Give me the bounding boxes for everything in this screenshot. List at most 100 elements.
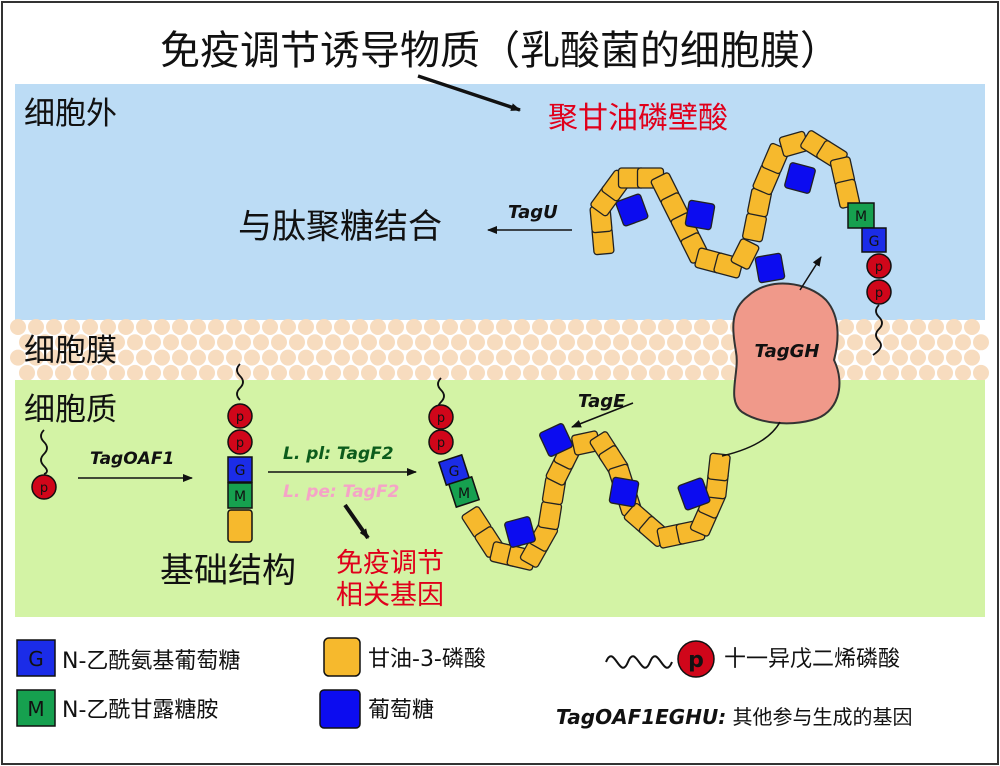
membrane-bead: [478, 349, 494, 366]
legend-glucose-label: 葡萄糖: [368, 698, 434, 723]
membrane-bead: [721, 364, 737, 381]
membrane-bead: [856, 319, 872, 335]
membrane-bead: [397, 364, 413, 381]
membrane-bead: [505, 334, 521, 351]
membrane-bead: [451, 364, 467, 381]
membrane-bead: [199, 334, 215, 351]
membrane-bead: [109, 364, 125, 381]
glycerol-phosphate-unit: [730, 238, 760, 270]
membrane-bead: [262, 319, 278, 335]
membrane-bead: [946, 349, 962, 366]
glucose-unit: [677, 477, 711, 511]
membrane-bead: [118, 319, 134, 335]
membrane-bead: [235, 334, 251, 351]
membrane-bead: [154, 319, 170, 335]
phosphate-letter-lower-2: p: [437, 436, 445, 451]
glucose-unit: [504, 516, 536, 548]
membrane-bead: [136, 319, 152, 335]
membrane-bead: [100, 349, 116, 366]
membrane-bead: [613, 334, 629, 351]
membrane-bead: [415, 334, 431, 351]
tagGH-enzyme: [732, 282, 841, 425]
membrane-bead: [838, 349, 854, 366]
membrane-bead: [703, 364, 719, 381]
lipid-free: [40, 429, 48, 475]
membrane-bead: [928, 319, 944, 335]
lta-chain-cytoplasm: [461, 423, 731, 571]
membrane-bead: [316, 319, 332, 335]
membrane-bead: [505, 364, 521, 381]
glucose-unit: [784, 162, 816, 194]
membrane-bead: [559, 334, 575, 351]
legend-mannac-label: N-乙酰甘露糖胺: [62, 698, 218, 723]
membrane-bead: [460, 319, 476, 335]
membrane-bead: [82, 349, 98, 366]
legend-glcnac-label: N-乙酰氨基葡萄糖: [62, 649, 240, 674]
mannac-unit-base: [227, 482, 253, 509]
membrane-bead: [631, 334, 647, 351]
membrane-bead: [973, 364, 989, 381]
membrane-bead: [973, 334, 989, 351]
base-structure-stack: p p G M: [227, 363, 253, 543]
membrane-bead: [298, 319, 314, 335]
lta-label: 聚甘油磷壁酸: [548, 101, 728, 136]
membrane-bead: [568, 319, 584, 335]
phosphate-letter-lower-1: p: [437, 411, 445, 426]
membrane-bead: [136, 349, 152, 366]
phosphate-lower-1: [428, 404, 454, 430]
legend-glucose-swatch: [319, 689, 361, 729]
membrane-bead: [559, 364, 575, 381]
membrane-bead: [217, 334, 233, 351]
membrane-bead: [667, 334, 683, 351]
gene-label-taggh: TagGH: [754, 341, 819, 362]
title-pointer-arrow: [417, 74, 521, 112]
membrane-bead: [181, 364, 197, 381]
membrane-bead: [496, 319, 512, 335]
membrane-bead: [262, 349, 278, 366]
membrane-bead: [937, 334, 953, 351]
membrane-bead: [919, 334, 935, 351]
membrane-bead: [595, 334, 611, 351]
lipid-anchor-upper: [872, 304, 883, 356]
membrane-bead: [28, 319, 44, 335]
membrane-bead: [622, 319, 638, 335]
phosphate-base-1: [227, 403, 253, 429]
membrane-bead: [388, 349, 404, 366]
membrane-bead: [460, 349, 476, 366]
membrane-bead: [55, 334, 71, 351]
membrane-bead: [946, 319, 962, 335]
membrane-bead: [964, 319, 980, 335]
membrane-bead: [415, 364, 431, 381]
membrane-bead: [532, 349, 548, 366]
membrane-bead: [289, 334, 305, 351]
membrane-bead: [901, 334, 917, 351]
diagram-title: 免疫调节诱导物质（乳酸菌的细胞膜）: [160, 28, 840, 74]
membrane-bead: [37, 364, 53, 381]
membrane-bead: [550, 349, 566, 366]
membrane-bead: [631, 364, 647, 381]
membrane-bead: [100, 319, 116, 335]
glucose-unit: [615, 193, 649, 227]
membrane-bead: [55, 364, 71, 381]
membrane-bead: [676, 349, 692, 366]
membrane-bead: [838, 319, 854, 335]
phosphate-letter-upper-1: p: [875, 260, 883, 275]
membrane-bead: [721, 334, 737, 351]
membrane-bead: [181, 334, 197, 351]
membrane-bead: [514, 319, 530, 335]
phosphate-lower-2: [428, 429, 454, 455]
membrane-bead: [379, 364, 395, 381]
phosphate-upper-2: [866, 279, 892, 305]
phosphate-upper-1: [866, 253, 892, 279]
membrane-bead: [10, 319, 26, 335]
membrane-bead: [73, 334, 89, 351]
glucose-unit: [684, 199, 716, 231]
membrane-bead: [442, 319, 458, 335]
membrane-bead: [892, 319, 908, 335]
membrane-bead: [64, 349, 80, 366]
membrane-bead: [937, 364, 953, 381]
membrane-bead: [478, 319, 494, 335]
membrane-bead: [685, 334, 701, 351]
membrane-bead: [91, 364, 107, 381]
phosphate-letter-free: p: [40, 481, 48, 496]
